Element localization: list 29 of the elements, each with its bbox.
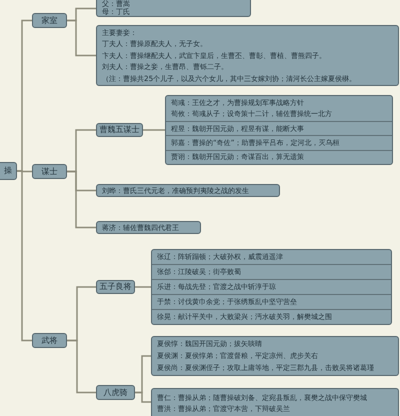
note-box <box>96 0 251 17</box>
connector-line <box>67 170 96 228</box>
topic-label: 武将 <box>42 336 58 344</box>
note-box <box>151 388 399 416</box>
connector-line <box>67 20 96 56</box>
note-box <box>151 249 392 325</box>
connector-line <box>17 170 32 342</box>
topic-box <box>96 123 143 137</box>
topic-box <box>32 13 67 28</box>
connector-line <box>143 129 165 131</box>
topic-box <box>96 385 135 400</box>
connector-line <box>67 340 96 394</box>
topic-label: 五子良将 <box>100 283 132 291</box>
connector-line <box>135 286 151 288</box>
note-box <box>96 25 399 86</box>
topic-box <box>32 333 67 348</box>
topic-box <box>32 164 67 179</box>
connector-line <box>135 392 151 403</box>
note-box <box>96 184 280 197</box>
note-box <box>96 221 201 234</box>
topic-box <box>96 280 135 294</box>
topic-label: 八虎骑 <box>104 388 128 396</box>
topic-label: 家室 <box>42 16 58 24</box>
topic-label: 曹魏五谋士 <box>100 126 140 134</box>
note-box <box>165 95 393 165</box>
note-box <box>151 336 399 376</box>
root-topic <box>0 162 17 180</box>
topic-label: 谋士 <box>42 168 58 176</box>
topic-label: 操 <box>4 167 12 175</box>
